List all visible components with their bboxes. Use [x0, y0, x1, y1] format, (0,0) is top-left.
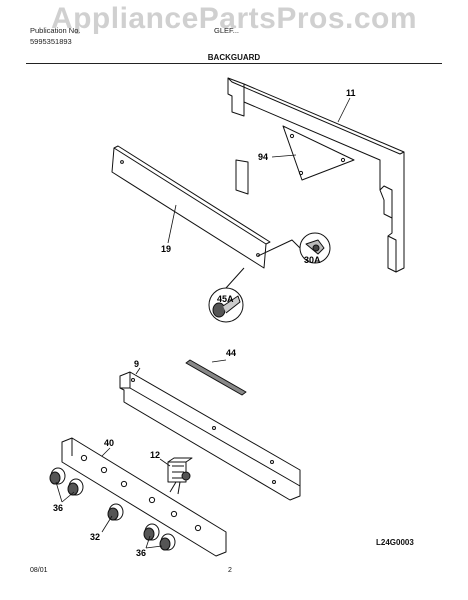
- knob-part: [107, 503, 124, 521]
- callout-11: 11: [346, 88, 356, 98]
- callout-45A: 45A: [217, 294, 234, 304]
- header-rule: [26, 63, 442, 64]
- callout-32: 32: [90, 532, 100, 542]
- callout-12: 12: [150, 450, 160, 460]
- screw-part: [208, 267, 245, 323]
- callout-94: 94: [258, 152, 268, 162]
- control-bracket-part: [119, 371, 301, 501]
- page-number: 2: [228, 567, 232, 574]
- knob-part: [67, 478, 84, 496]
- model-label: GLEF...: [214, 26, 240, 35]
- control-panel-part: [61, 437, 227, 557]
- footer-date: 08/01: [30, 567, 48, 574]
- leader-lines: [55, 97, 351, 549]
- knob-part: [143, 523, 160, 541]
- callout-36-left: 36: [53, 503, 63, 513]
- publication-label: Publication No.: [30, 26, 81, 35]
- callout-40: 40: [104, 438, 114, 448]
- callout-19: 19: [161, 244, 171, 254]
- switch-part: [167, 457, 193, 495]
- clip-part: [257, 232, 331, 264]
- backguard-panel-part: [111, 145, 271, 269]
- backguard-frame-part: [227, 77, 405, 273]
- knob-part: [159, 533, 176, 551]
- callout-30A: 30A: [304, 255, 321, 265]
- diagram-code: L24G0003: [376, 538, 414, 547]
- callout-44: 44: [226, 348, 236, 358]
- publication-number: 5995351893: [30, 37, 72, 46]
- bracket-part: [282, 125, 355, 181]
- callout-36-bottom: 36: [136, 548, 146, 558]
- callout-9: 9: [134, 359, 139, 369]
- knob-part: [49, 467, 66, 485]
- section-title: BACKGUARD: [207, 53, 261, 62]
- rod-part: [185, 359, 247, 396]
